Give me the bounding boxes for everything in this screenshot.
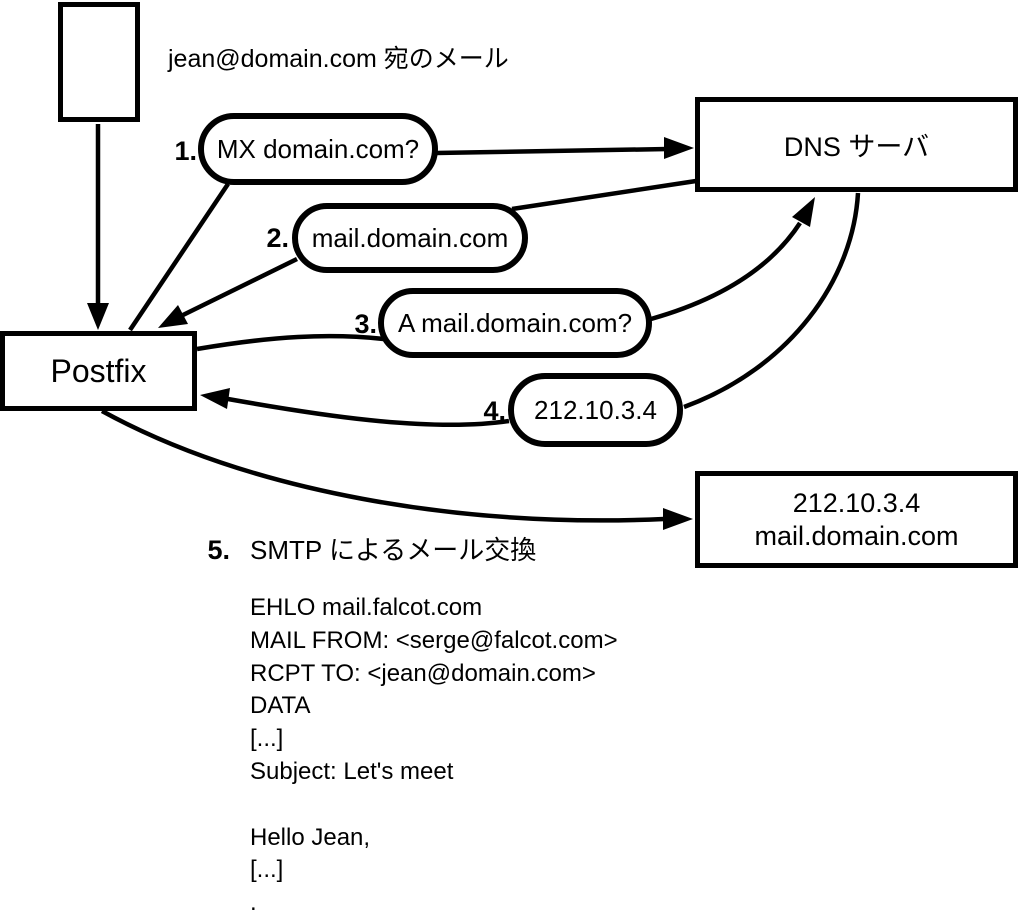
arrow-mail-to-postfix (87, 124, 109, 330)
arrow-reply4-to-postfix (200, 388, 510, 428)
smtp-line: [...] (250, 725, 284, 753)
mail-server-box: 212.10.3.4 mail.domain.com (695, 471, 1018, 568)
arrowhead (664, 137, 694, 159)
arrowhead (792, 197, 815, 227)
step-number-5: 5. (207, 535, 230, 565)
dns-server-box: DNS サーバ (695, 97, 1018, 192)
step-number-2: 2. (266, 223, 289, 253)
smtp-line: EHLO mail.falcot.com (250, 594, 483, 621)
smtp-session-transcript: EHLO mail.falcot.com MAIL FROM: <serge@f… (250, 592, 618, 919)
arrow-line (182, 256, 298, 318)
arrowhead (87, 303, 109, 330)
query-pill-mx-label: MX domain.com? (216, 133, 420, 164)
arrowhead (158, 305, 188, 328)
line-dns-to-reply4 (683, 192, 861, 410)
query-pill-a-record-label: A mail.domain.com? (397, 307, 633, 338)
reply-pill-ip-answer-label: 212.10.3.4 (534, 394, 657, 425)
arrow-postfix-to-mailserver (100, 409, 693, 530)
smtp-line: Subject: Let's meet (250, 757, 454, 785)
mail-server-hostname: mail.domain.com (754, 520, 959, 551)
reply-pill-mx-answer: mail.domain.com (292, 203, 528, 273)
arrow-query1-to-dns (435, 137, 694, 159)
mail-server-ip: 212.10.3.4 (792, 487, 921, 518)
line-reply2-to-dns (511, 178, 697, 212)
query-pill-mx: MX domain.com? (198, 113, 438, 185)
arrow-reply2-to-postfix (158, 256, 298, 328)
query-pill-a-record: A mail.domain.com? (378, 288, 652, 358)
smtp-line: Hello Jean, (250, 823, 371, 851)
smtp-line: [...] (250, 856, 284, 884)
smtp-exchange-label: SMTP によるメール交換 (250, 535, 537, 565)
step-number-1: 1. (174, 136, 197, 166)
smtp-line: . (250, 889, 257, 917)
step-number-4: 4. (483, 396, 506, 426)
arrow-line (100, 409, 665, 523)
arrow-line (227, 396, 510, 428)
arrow-line (435, 146, 669, 156)
postfix-label: Postfix (50, 352, 147, 389)
arrowhead (200, 388, 230, 409)
smtp-line: MAIL FROM: <serge@falcot.com> (250, 626, 618, 654)
mail-destination-label: jean@domain.com 宛のメール (168, 45, 509, 73)
line-postfix-to-query1 (128, 182, 230, 332)
dns-server-label: DNS サーバ (783, 132, 930, 162)
reply-pill-mx-answer-label: mail.domain.com (311, 222, 509, 253)
smtp-line: RCPT TO: <jean@domain.com> (250, 659, 596, 687)
arrow-query3-to-dns (650, 197, 815, 322)
arrowhead (663, 508, 693, 530)
postfix-box: Postfix (0, 331, 197, 411)
reply-pill-ip-answer: 212.10.3.4 (508, 373, 683, 447)
mail-envelope-icon (58, 2, 140, 122)
arrow-line (650, 221, 802, 322)
smtp-line-blank (250, 789, 618, 822)
line-postfix-to-query3 (196, 333, 393, 352)
step-number-3: 3. (354, 309, 377, 339)
smtp-line: DATA (250, 692, 311, 720)
